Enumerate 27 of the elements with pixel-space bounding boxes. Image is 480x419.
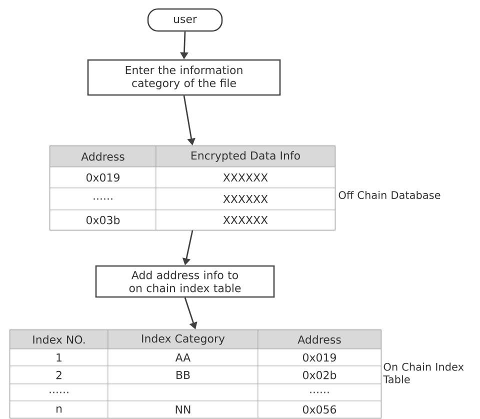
terminal-box: user	[147, 8, 223, 32]
table-cell: 0x019	[258, 348, 382, 366]
table-cell: 0x019	[50, 166, 156, 188]
process-box: Add address info to on chain index table	[95, 265, 275, 298]
table-cell: XXXXXX	[156, 210, 336, 230]
table-cell: 2	[10, 366, 108, 384]
table-cell: ......	[258, 384, 382, 402]
table-cell: NN	[108, 400, 258, 418]
table-caption: Off Chain Database	[338, 190, 440, 200]
table-cell: n	[10, 400, 108, 418]
table-caption: On Chain Index Table	[383, 362, 464, 384]
table-cell: ......	[50, 188, 156, 210]
table-cell: 0x056	[258, 400, 382, 418]
table-cell: 1	[10, 348, 108, 366]
header-cell: Address	[50, 146, 156, 168]
table-cell: ......	[10, 384, 108, 402]
table-cell: BB	[108, 366, 258, 384]
process-box: Enter the information category of the file	[87, 59, 281, 96]
table-cell: AA	[108, 348, 258, 366]
header-cell: Address	[258, 330, 382, 350]
table-cell: XXXXXX	[156, 188, 336, 210]
header-cell: Index NO.	[10, 330, 108, 350]
header-cell: Index Category	[108, 330, 258, 350]
table-cell: 0x03b	[50, 210, 156, 230]
header-cell: Encrypted Data Info	[156, 146, 336, 168]
table-cell: XXXXXX	[156, 166, 336, 188]
table-cell: 0x02b	[258, 366, 382, 384]
